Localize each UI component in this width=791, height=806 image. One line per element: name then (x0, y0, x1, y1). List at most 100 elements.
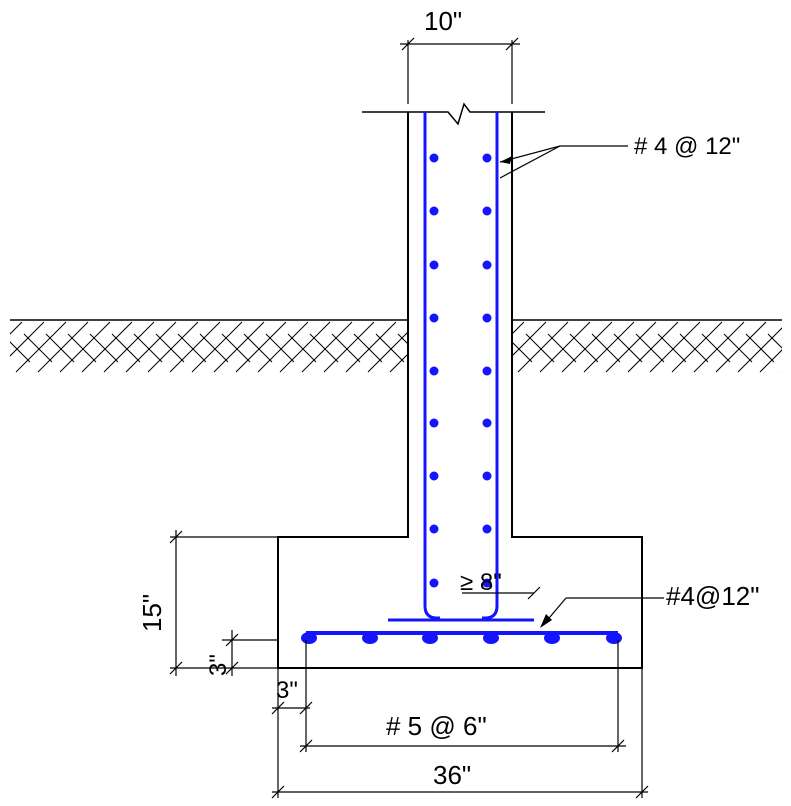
bottom-cover-label: 3" (205, 654, 232, 676)
wall-bar-dot (482, 524, 492, 534)
hatch-line (657, 333, 687, 363)
hatch-line (547, 333, 577, 363)
hatch-line (539, 321, 591, 373)
hatch-line (45, 333, 75, 363)
footing-bar-dot (483, 632, 499, 644)
hatch-line (309, 333, 339, 363)
hatch-line (583, 321, 635, 373)
hatch-line (460, 334, 488, 362)
footing-depth-label: 15" (137, 594, 167, 632)
hatch-line (10, 341, 31, 363)
hatch-line (367, 331, 408, 373)
wall-bar-dot (429, 524, 439, 534)
footing-bar-dot (362, 632, 378, 644)
hatch-line (279, 321, 331, 373)
hatch-line (177, 333, 207, 363)
hatch-line (331, 333, 361, 363)
side-cover-label: 3" (276, 677, 298, 704)
footing-width-label: 36" (433, 760, 471, 790)
hatch-line (693, 321, 745, 373)
hatch-line (23, 333, 53, 363)
hatch-line (15, 321, 67, 373)
hatch-line (103, 321, 155, 373)
hatch-line (759, 349, 782, 373)
transverse-bar-leader (543, 597, 664, 625)
wall-bar-dot (482, 206, 492, 216)
hatch-line (125, 321, 177, 373)
hatch-line (111, 333, 141, 363)
hatch-line (353, 333, 383, 363)
wall-bar-dot (429, 578, 439, 588)
hatch-line (221, 333, 251, 363)
footing-bar-dot (301, 632, 317, 644)
wall-bar-dot (429, 313, 439, 323)
hatch-line (701, 333, 731, 363)
hatch-line (723, 333, 753, 363)
hatch-line (671, 321, 723, 373)
hatch-line (89, 333, 119, 363)
hatch-line (512, 321, 525, 335)
footing-bar-dot (606, 632, 622, 644)
hatch-line (287, 333, 317, 363)
hatch-line (745, 333, 775, 363)
dim-hook-length (462, 586, 541, 600)
hatch-line (243, 333, 273, 363)
wall-bar-dot (482, 260, 492, 270)
hatch-line (561, 321, 613, 373)
hatch-line (781, 371, 782, 372)
hatch-line (397, 333, 408, 345)
hatch-line (512, 341, 533, 363)
hatch-line (635, 333, 665, 363)
wall-bar-dot (482, 313, 492, 323)
hatch-line (715, 321, 767, 373)
hatch-line (301, 321, 353, 373)
transverse-leader-arrow (540, 614, 552, 628)
wall-width-label: 10" (424, 6, 462, 36)
hatch-line (133, 333, 163, 363)
dim-bottom-bar-spacing (299, 739, 626, 753)
hatch-line (235, 321, 287, 373)
footing-bar-dot (422, 632, 438, 644)
hatch-line (464, 334, 492, 362)
hatch-line (517, 321, 569, 373)
wall-horizontal-bars (429, 153, 492, 588)
soil-hatch-left (0, 321, 492, 373)
hatch-line (67, 333, 97, 363)
dim-footing-width (271, 668, 649, 799)
wall-bar-dot (429, 471, 439, 481)
dim-wall-width (400, 37, 520, 104)
hatch-line (767, 333, 782, 349)
hatch-line (613, 333, 643, 363)
hatch-line (191, 321, 243, 373)
wall-bar-dot (482, 366, 492, 376)
soil-hatch-right (452, 321, 782, 373)
hatch-line (257, 321, 309, 373)
hatch-line (265, 333, 295, 363)
wall-bar-dot (429, 260, 439, 270)
wall-bar-dot (482, 418, 492, 428)
hatch-line (412, 322, 462, 372)
dim-bottom-cover (222, 630, 278, 676)
leader-arrow (500, 156, 512, 164)
wall-bar-dot (429, 206, 439, 216)
hatch-line (452, 322, 502, 372)
hatch-line (213, 321, 265, 373)
hatch-line (147, 321, 199, 373)
hatch-line (605, 321, 657, 373)
hatch-line (0, 334, 8, 362)
hatch-line (81, 321, 133, 373)
concrete-outline (277, 112, 643, 669)
hatch-line (591, 333, 621, 363)
hatch-line (679, 333, 709, 363)
hatch-line (569, 333, 599, 363)
bottom-bar-label: # 5 @ 6" (386, 711, 487, 741)
wall-bar-dot (482, 471, 492, 481)
wall-bar-dot (429, 366, 439, 376)
hatch-line (323, 321, 375, 373)
hatch-line (627, 321, 679, 373)
hatch-line (345, 321, 397, 373)
hatch-line (10, 321, 23, 335)
hatch-line (199, 333, 229, 363)
